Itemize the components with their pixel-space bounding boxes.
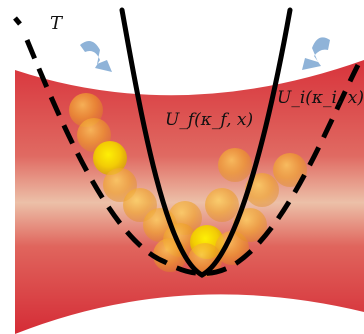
- initial-potential-curve-top-stub: [13, 16, 22, 26]
- right-curved-arrow: [302, 37, 330, 70]
- final-potential-label: U_f(κ_f, x): [165, 110, 253, 130]
- particle: [215, 231, 249, 265]
- particle: [273, 153, 307, 187]
- final-potential-curve: [119, 7, 293, 278]
- particle: [93, 141, 127, 175]
- initial-potential-curve: [24, 39, 361, 276]
- initial-potential-label: U_i(κ_i, x): [277, 88, 364, 108]
- temperature-label: T: [50, 13, 64, 34]
- particle: [205, 188, 239, 222]
- particle: [245, 173, 279, 207]
- particle: [218, 148, 252, 182]
- left-curved-arrow: [80, 41, 112, 72]
